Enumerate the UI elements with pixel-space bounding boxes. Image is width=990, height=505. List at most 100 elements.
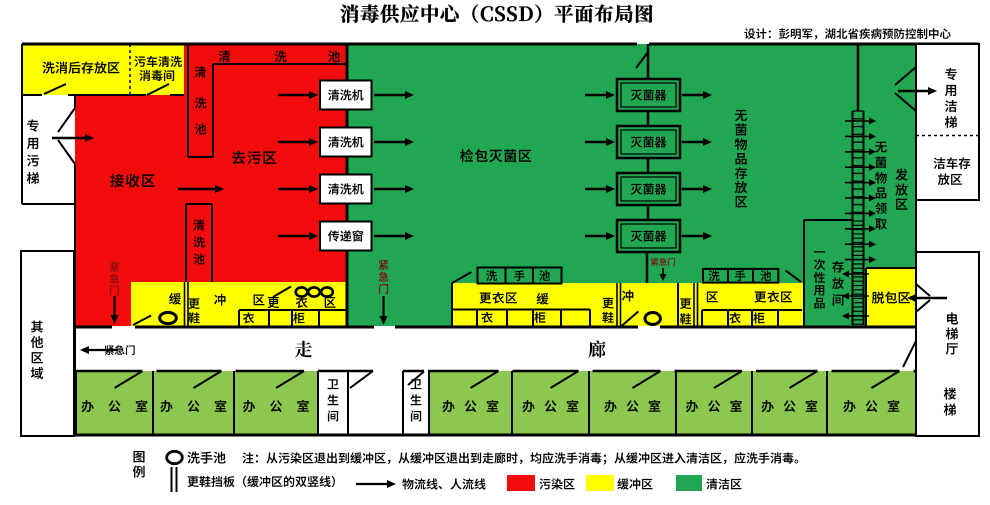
svg-text:走: 走 [295,336,313,362]
svg-text:厅: 厅 [945,339,958,358]
svg-text:池: 池 [760,268,772,284]
svg-text:灭菌器: 灭菌器 [630,133,666,150]
svg-text:无: 无 [734,105,747,124]
svg-text:品: 品 [813,295,825,312]
svg-text:间: 间 [410,407,422,424]
svg-text:放: 放 [734,177,747,196]
svg-text:区: 区 [706,287,719,306]
svg-text:鞋: 鞋 [188,310,200,327]
svg-text:接收区: 接收区 [110,170,157,191]
svg-text:急: 急 [378,269,389,285]
svg-text:菌: 菌 [734,120,747,139]
svg-text:菌: 菌 [875,152,888,171]
svg-text:柜: 柜 [534,309,546,326]
svg-text:灭菌器: 灭菌器 [630,86,666,103]
svg-text:脱包区: 脱包区 [871,288,910,307]
svg-text:梯: 梯 [26,168,39,187]
svg-text:紧急门: 紧急门 [650,256,676,268]
svg-text:缓冲区: 缓冲区 [617,476,653,493]
svg-text:放区: 放区 [937,169,962,188]
svg-text:紧: 紧 [378,257,389,273]
svg-text:梯: 梯 [944,112,957,131]
svg-text:用: 用 [944,80,957,99]
svg-text:区: 区 [252,290,265,309]
svg-text:专: 专 [944,64,957,83]
svg-text:洗: 洗 [194,94,206,111]
svg-text:办公室: 办公室 [522,396,588,415]
svg-text:品: 品 [734,148,747,167]
svg-text:办公室: 办公室 [843,396,909,415]
svg-text:性: 性 [813,269,825,286]
svg-text:污: 污 [26,151,39,170]
svg-text:更: 更 [188,295,200,312]
svg-text:清洗机: 清洗机 [328,180,364,197]
svg-text:传递窗: 传递窗 [328,227,364,244]
svg-text:领: 领 [875,198,888,217]
svg-text:缓: 缓 [536,289,549,308]
svg-text:更衣区: 更衣区 [754,287,793,306]
svg-text:鞋: 鞋 [602,309,614,326]
svg-text:放: 放 [895,180,908,199]
svg-text:池: 池 [328,46,341,65]
svg-text:洗手池: 洗手池 [187,448,226,467]
svg-text:洗: 洗 [274,46,287,65]
svg-text:更衣区: 更衣区 [479,288,518,307]
svg-text:衣: 衣 [481,309,493,326]
svg-text:发: 发 [895,165,908,184]
svg-text:例: 例 [132,462,145,481]
svg-text:污车清洗: 污车清洗 [134,53,182,70]
svg-text:消毒供应中心（CSSD）平面布局图: 消毒供应中心（CSSD）平面布局图 [340,0,654,27]
svg-text:洁: 洁 [944,96,957,115]
svg-text:区: 区 [895,194,908,213]
svg-text:污染区: 污染区 [539,476,575,493]
svg-text:存: 存 [832,257,845,276]
svg-text:灭菌器: 灭菌器 [630,227,666,244]
svg-text:生: 生 [327,391,339,408]
svg-text:间: 间 [327,407,339,424]
svg-text:手: 手 [514,268,526,284]
svg-text:办公室: 办公室 [442,396,508,415]
svg-text:物流线、人流线: 物流线、人流线 [402,476,486,493]
svg-text:急: 急 [109,271,120,286]
svg-text:手: 手 [735,268,747,284]
svg-text:次: 次 [813,256,825,273]
svg-text:池: 池 [539,268,551,284]
svg-text:洁车存: 洁车存 [933,153,971,172]
svg-text:更: 更 [267,292,280,311]
svg-text:办公室: 办公室 [685,396,751,415]
svg-text:冲: 冲 [214,290,227,309]
svg-text:清: 清 [193,216,205,233]
svg-text:门: 门 [378,281,389,297]
svg-text:电: 电 [945,309,958,328]
svg-text:冲: 冲 [622,286,635,305]
svg-text:柜: 柜 [753,310,765,327]
svg-text:物: 物 [734,134,747,153]
svg-text:紧急门: 紧急门 [104,343,136,358]
svg-text:办公室: 办公室 [160,396,241,415]
svg-text:间: 间 [832,290,845,309]
svg-text:鞋: 鞋 [679,310,691,327]
svg-text:生: 生 [410,391,422,408]
svg-text:池: 池 [194,120,206,137]
svg-text:洗: 洗 [708,268,720,284]
svg-text:无: 无 [875,137,888,156]
svg-text:区: 区 [30,347,43,366]
svg-text:卫: 卫 [327,375,339,392]
svg-text:门: 门 [109,283,120,298]
svg-text:区: 区 [734,192,747,211]
svg-text:清洁区: 清洁区 [706,476,742,493]
svg-text:注：从污染区退出到缓冲区，从缓冲区退出到走廊时，均应洗手消毒: 注：从污染区退出到缓冲区，从缓冲区退出到走廊时，均应洗手消毒；从缓冲区进入清洁区… [242,450,806,467]
svg-text:梯: 梯 [945,324,958,343]
svg-text:楼: 楼 [943,384,956,403]
svg-text:办公室: 办公室 [81,396,162,415]
svg-text:池: 池 [193,250,205,267]
svg-text:专: 专 [26,116,39,135]
svg-text:清: 清 [194,63,206,80]
svg-text:紧: 紧 [109,260,120,275]
svg-text:清: 清 [218,46,231,65]
svg-text:检包灭菌区: 检包灭菌区 [460,146,533,166]
svg-text:消毒间: 消毒间 [139,67,175,84]
svg-text:灭菌器: 灭菌器 [630,180,666,197]
svg-text:更: 更 [602,294,614,311]
svg-text:存: 存 [734,163,747,182]
